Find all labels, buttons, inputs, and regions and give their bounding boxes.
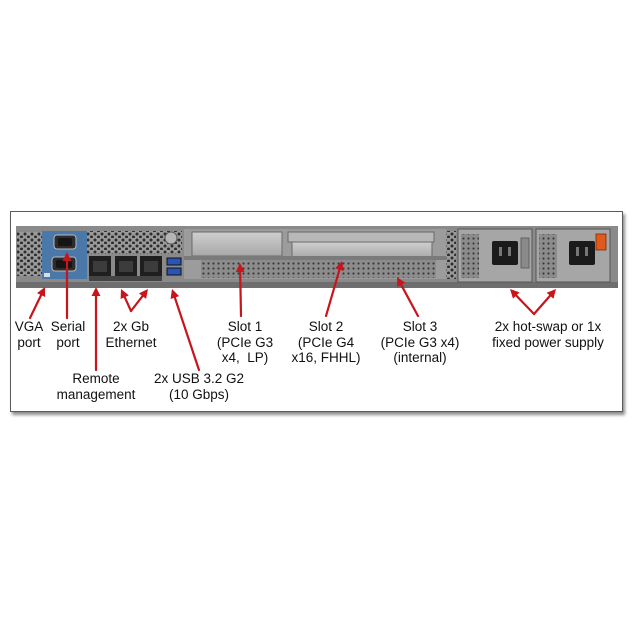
slot-perforation (201, 260, 436, 278)
label-ethernet: 2x Gb Ethernet (105, 319, 157, 350)
label-slot-3: Slot 3 (PCIe G3 x4) (internal) (380, 319, 460, 365)
label-usb: 2x USB 3.2 G2 (10 Gbps) (153, 371, 245, 402)
power-inlet-2 (569, 241, 595, 265)
label-slot-1: Slot 1 (PCIe G3 x4, LP) (216, 319, 274, 365)
label-serial-port: Serial port (50, 319, 86, 350)
server-rear-view (16, 226, 618, 288)
power-inlet-1 (492, 241, 518, 265)
psu-release-handle (595, 233, 607, 251)
usb-port-2 (166, 267, 182, 276)
label-slot-2: Slot 2 (PCIe G4 x16, FHHL) (291, 319, 361, 365)
label-vga-port: VGA port (14, 319, 44, 350)
rear-latch (164, 231, 178, 245)
left-vent (17, 232, 42, 276)
slot-1-bracket (191, 231, 283, 257)
usb-port-1 (166, 257, 182, 266)
label-remote-management: Remote management (56, 371, 136, 402)
slot-2-bracket (291, 241, 433, 259)
label-power-supply: 2x hot-swap or 1x fixed power supply (492, 319, 604, 350)
